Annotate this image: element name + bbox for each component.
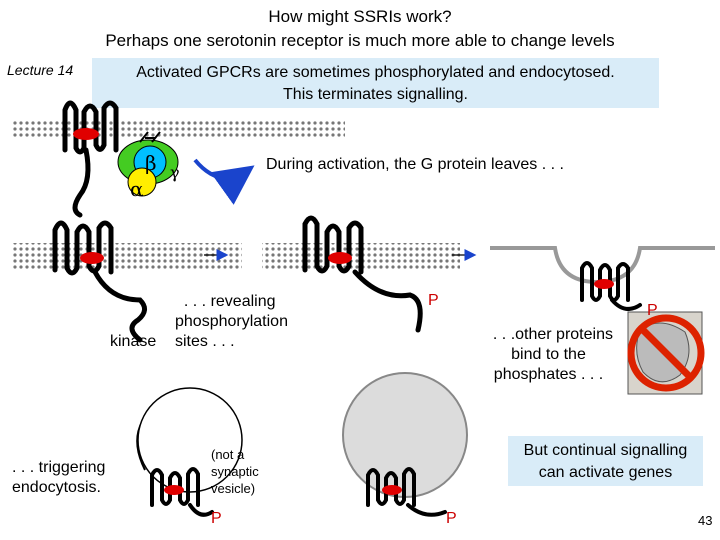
banner: Activated GPCRs are sometimes phosphoryl… — [92, 58, 659, 108]
receptor-site-vesicle-2 — [382, 485, 402, 495]
not-synaptic-line-2: synaptic — [211, 464, 259, 479]
phosphate-label-3: P — [211, 510, 222, 527]
phosphate-label-4: P — [446, 510, 457, 527]
revealing-line-2: phosphorylation — [175, 313, 288, 330]
phosphate-label-1: P — [428, 292, 439, 309]
receptor-mid-2 — [302, 215, 423, 333]
receptor-site-vesicle-1 — [164, 485, 184, 495]
revealing-text: . . . revealing phosphorylation sites . … — [175, 292, 325, 352]
other-proteins-line-1: . . .other proteins — [484, 326, 613, 343]
banner-line-2: This terminates signalling. — [283, 86, 468, 103]
curved-arrow — [193, 158, 255, 205]
other-proteins-line-3: phosphates . . . — [493, 366, 604, 383]
receptor-site-right — [594, 279, 614, 289]
callout-line-2: can activate genes — [538, 464, 673, 481]
revealing-line-1: . . . revealing — [175, 293, 276, 310]
revealing-line-3: sites . . . — [175, 333, 235, 350]
triggering-line-1: . . . triggering — [12, 459, 106, 476]
g-protein — [117, 131, 179, 197]
receptor-top — [62, 100, 119, 218]
blocked-protein-icon — [627, 311, 705, 395]
title-line-1: How might SSRIs work? — [268, 7, 452, 26]
membrane-mid-left — [12, 243, 242, 269]
membrane-top — [12, 120, 345, 138]
callout-line-1: But continual signalling — [523, 442, 688, 459]
triggering-line-2: endocytosis. — [12, 479, 101, 496]
title-line-2: Perhaps one serotonin receptor is much m… — [105, 31, 615, 50]
not-synaptic-text: (not a synaptic vesicle) — [211, 446, 259, 497]
receptor-right — [580, 261, 642, 311]
gamma-label: γ — [170, 163, 180, 182]
not-synaptic-line-1: (not a — [211, 447, 245, 462]
lecture-label: Lecture 14 — [7, 62, 74, 78]
receptor-mid-1 — [52, 220, 147, 343]
receptor-site-mid-2 — [328, 252, 352, 264]
receptor-vesicle-2 — [366, 467, 447, 517]
activation-text: During activation, the G protein leaves … — [266, 156, 564, 173]
other-proteins-line-2: bind to the — [511, 346, 586, 363]
page-number: 43 — [698, 513, 713, 528]
banner-line-1: Activated GPCRs are sometimes phosphoryl… — [136, 64, 615, 81]
other-proteins-text: . . .other proteins bind to the phosphat… — [476, 325, 621, 385]
phosphate-label-2: P — [647, 302, 658, 319]
kinase-label: kinase — [110, 333, 157, 350]
receptor-site-mid-1 — [80, 252, 104, 264]
receptor-site-top — [73, 128, 99, 140]
receptor-vesicle-1 — [150, 467, 214, 517]
not-synaptic-line-3: vesicle) — [211, 481, 256, 496]
vesicle-1 — [136, 387, 243, 493]
triggering-text: . . . triggering endocytosis. — [12, 458, 105, 498]
callout-box: But continual signalling can activate ge… — [508, 436, 703, 486]
alpha-label: α — [130, 177, 144, 201]
beta-label: β — [145, 151, 157, 175]
